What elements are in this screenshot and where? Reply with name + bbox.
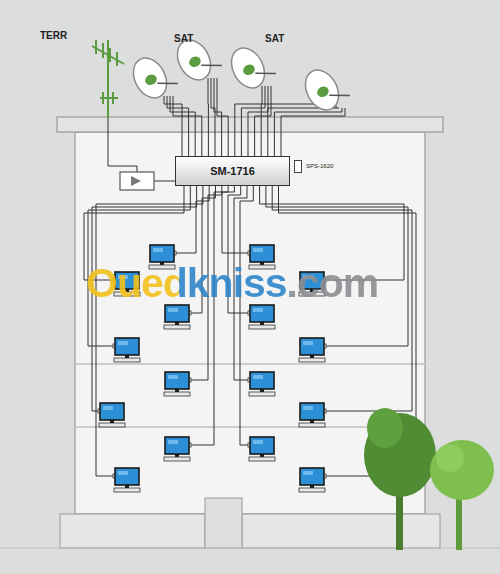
- tv-set: [249, 437, 275, 461]
- satellite-dishes: [127, 31, 351, 115]
- multiswitch-box: SM-1716: [175, 156, 290, 186]
- output-cable: [279, 186, 417, 476]
- input-cable: [274, 108, 342, 156]
- ground-line: [0, 548, 500, 549]
- output-cable: [174, 186, 209, 253]
- input-cable: [214, 78, 222, 156]
- output-cable: [96, 186, 203, 476]
- satellite-dish: [299, 61, 351, 115]
- tv-set: [299, 338, 325, 362]
- tv-set: [164, 437, 190, 461]
- input-cable: [217, 78, 228, 156]
- terr-cable: [108, 118, 137, 172]
- input-cable: [268, 108, 339, 156]
- input-cable: [281, 108, 345, 156]
- terr-cable: [154, 181, 175, 182]
- tv-set: [299, 403, 325, 427]
- antenna-label: TERR: [40, 30, 67, 41]
- entrance: [205, 498, 242, 548]
- satellite-dish: [225, 39, 277, 93]
- tv-set: [164, 305, 190, 329]
- amplifier: [120, 172, 154, 190]
- tv-set: [249, 305, 275, 329]
- floor-line: [75, 363, 425, 365]
- base-block: [60, 514, 205, 548]
- tv-set: [114, 338, 140, 362]
- trees: [364, 408, 494, 550]
- input-cable: [255, 86, 271, 156]
- tv-set: [99, 403, 125, 427]
- box-label: SM-1716: [210, 165, 255, 177]
- input-cable: [208, 78, 209, 156]
- power-supply-box: SPS-1620: [294, 160, 302, 173]
- dish-label: SAT: [174, 33, 193, 44]
- satellite-dish: [127, 49, 179, 103]
- roof-slab: [57, 117, 443, 132]
- dish-label: SAT: [265, 33, 284, 44]
- satellite-dish: [171, 31, 223, 85]
- output-cable: [222, 186, 250, 253]
- watermark: Ouedkniss.com: [86, 260, 378, 307]
- tv-set: [249, 372, 275, 396]
- part-label: SPS-1620: [306, 163, 333, 170]
- base-block: [242, 514, 440, 548]
- tv-set: [114, 468, 140, 492]
- input-cable: [170, 96, 195, 156]
- cable-runs: [84, 78, 416, 478]
- input-cable: [173, 96, 202, 156]
- terrestrial-antenna: [92, 40, 124, 118]
- tv-set: [299, 468, 325, 492]
- input-cable: [248, 86, 268, 156]
- tv-set: [164, 372, 190, 396]
